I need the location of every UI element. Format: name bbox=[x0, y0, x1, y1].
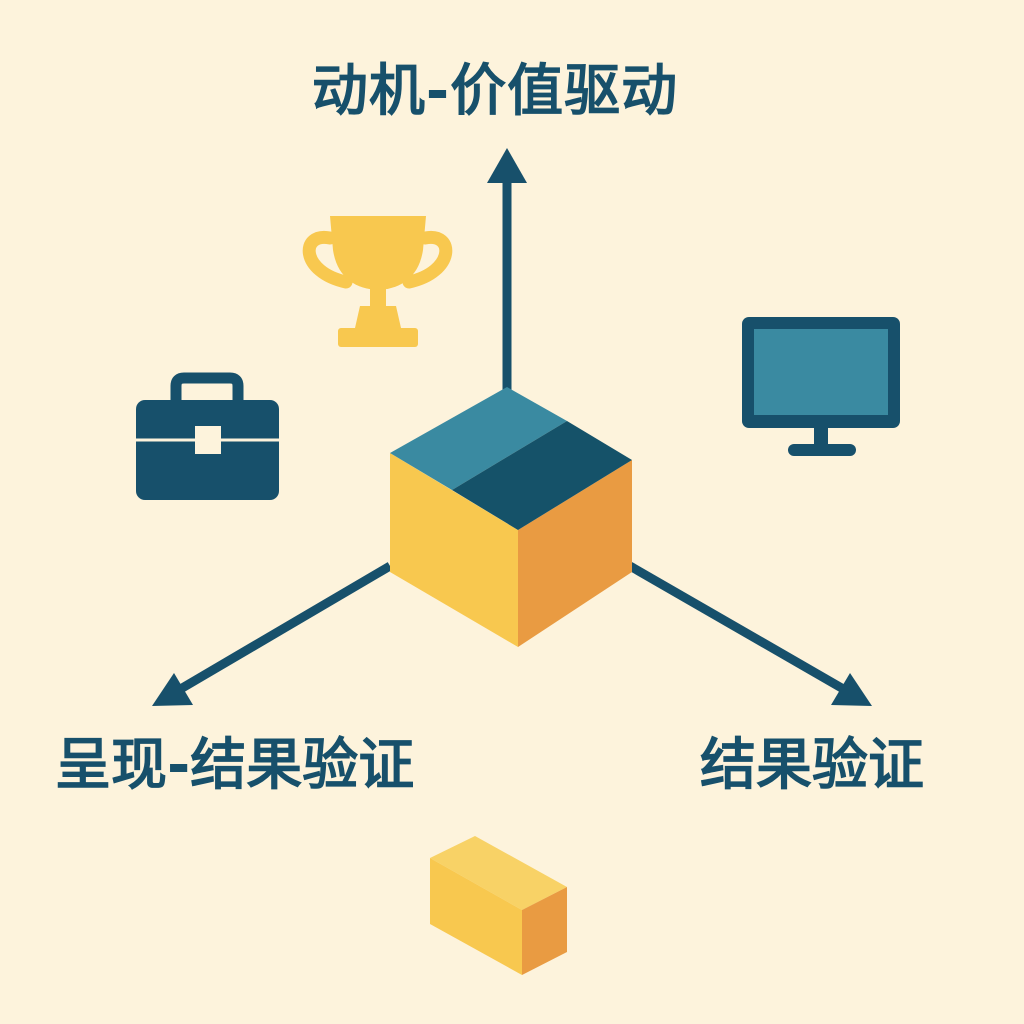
axis-arrow-right bbox=[627, 562, 872, 706]
briefcase-icon bbox=[136, 372, 279, 500]
monitor-icon bbox=[742, 317, 900, 456]
axis-label-motivation: 动机-价值驱动 bbox=[311, 59, 679, 124]
axis-arrow-left bbox=[152, 562, 393, 706]
axis-arrow-up bbox=[487, 148, 527, 390]
cube-icon bbox=[390, 387, 632, 647]
axis-label-result: 结果验证 bbox=[700, 733, 924, 798]
small-block-icon bbox=[430, 836, 567, 975]
trophy-icon bbox=[302, 216, 453, 347]
axis-label-presentation: 呈现-结果验证 bbox=[55, 733, 415, 798]
